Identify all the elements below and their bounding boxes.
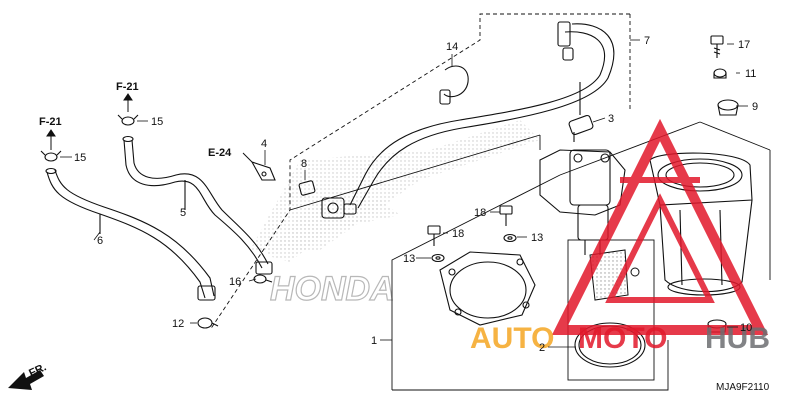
washer-part-13-a xyxy=(503,233,517,243)
callout-4: 4 xyxy=(261,138,267,150)
bolt-part-18-a xyxy=(499,205,513,226)
pump-flange-plate xyxy=(539,149,626,255)
fuel-hose-part-7 xyxy=(349,21,615,209)
hose-part-5 xyxy=(122,135,273,275)
clip-part-14 xyxy=(439,65,469,105)
reference-arrows xyxy=(46,93,253,163)
fitting-part-3 xyxy=(568,114,594,142)
callout-10: 10 xyxy=(740,322,752,334)
callout-8: 8 xyxy=(301,158,307,170)
bolt-part-17 xyxy=(710,35,724,58)
clamp-part-12 xyxy=(197,317,219,329)
callout-15-left: 15 xyxy=(74,152,86,164)
leader-lines xyxy=(60,39,748,348)
ref-f21-left: F-21 xyxy=(39,116,62,128)
front-marker-label: FR. xyxy=(27,361,48,379)
bolt-part-18-b xyxy=(427,225,441,246)
grommet-part-9 xyxy=(717,99,739,116)
callout-6: 6 xyxy=(97,235,103,247)
callout-7: 7 xyxy=(644,35,650,47)
fuel-filter-body xyxy=(649,152,753,296)
ref-f21-top: F-21 xyxy=(116,81,139,93)
hose-part-6 xyxy=(45,167,216,301)
set-plate-ring xyxy=(439,251,536,326)
assembly-outlines xyxy=(209,13,771,391)
callout-5: 5 xyxy=(180,207,186,219)
connector-part-8 xyxy=(298,180,357,219)
callout-13-a: 13 xyxy=(531,232,543,244)
bracket-part-4 xyxy=(250,161,276,181)
watermark-moto: MOTO xyxy=(578,322,667,355)
callout-11: 11 xyxy=(745,68,756,80)
callout-18-a: 18 xyxy=(474,207,486,219)
callout-16: 16 xyxy=(229,276,241,288)
watermark-auto: AUTO xyxy=(470,322,554,355)
callout-12: 12 xyxy=(172,318,184,330)
clamp-part-16 xyxy=(253,274,273,284)
washer-part-11 xyxy=(713,68,727,79)
honda-brand-text: HONDA xyxy=(270,270,395,308)
callout-14: 14 xyxy=(446,41,458,53)
callout-2: 2 xyxy=(539,342,545,354)
callout-13-b: 13 xyxy=(403,253,415,265)
clamp-part-15-left xyxy=(40,150,62,162)
callout-9: 9 xyxy=(752,101,758,113)
front-arrow-icon xyxy=(8,370,44,390)
callout-17: 17 xyxy=(738,39,750,51)
callout-18-b: 18 xyxy=(452,228,464,240)
washer-part-13-b xyxy=(431,253,445,263)
watermark-logo xyxy=(551,118,769,335)
callout-15-top: 15 xyxy=(151,116,163,128)
diagram-code: MJA9F2110 xyxy=(716,382,770,393)
ref-e24: E-24 xyxy=(208,147,232,159)
clamp-part-15-top xyxy=(117,114,139,126)
watermark-hub: HUB xyxy=(705,322,770,355)
callout-3: 3 xyxy=(608,113,614,125)
callout-1: 1 xyxy=(371,335,377,347)
